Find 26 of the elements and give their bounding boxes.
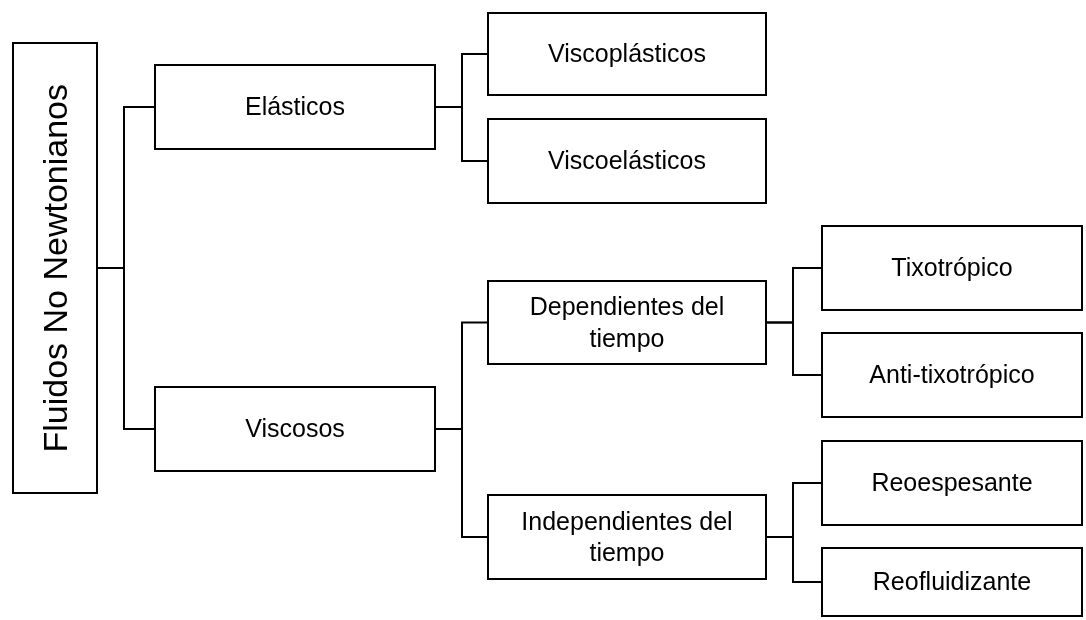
category-label: Elásticos	[243, 91, 346, 123]
category-label: Tixotrópico	[890, 252, 1014, 284]
category-box	[487, 280, 767, 365]
category-box	[821, 225, 1083, 311]
category-label: Viscosos	[244, 413, 346, 445]
category-box	[487, 118, 767, 204]
category-label: Anti-tixotrópico	[868, 359, 1036, 391]
category-label: Independientes del tiempo	[520, 505, 734, 568]
category-label: Dependientes del tiempo	[528, 291, 726, 354]
category-label: Reoespesante	[870, 467, 1034, 499]
connector-line	[435, 428, 488, 538]
category-box	[487, 12, 767, 96]
connector-line	[766, 536, 822, 583]
category-box	[821, 440, 1083, 526]
category-box	[154, 386, 436, 472]
connector-line	[766, 321, 822, 376]
category-box	[154, 64, 436, 150]
connector-line	[435, 106, 488, 162]
category-label: Viscoplásticos	[547, 38, 707, 70]
category-label: Reofluidizante	[871, 566, 1033, 598]
category-label: Viscoelásticos	[547, 145, 707, 177]
category-box	[487, 494, 767, 580]
category-box	[821, 332, 1083, 418]
category-box	[12, 42, 98, 494]
category-label: Fluidos No Newtonianos	[34, 83, 75, 453]
category-box	[821, 547, 1083, 617]
